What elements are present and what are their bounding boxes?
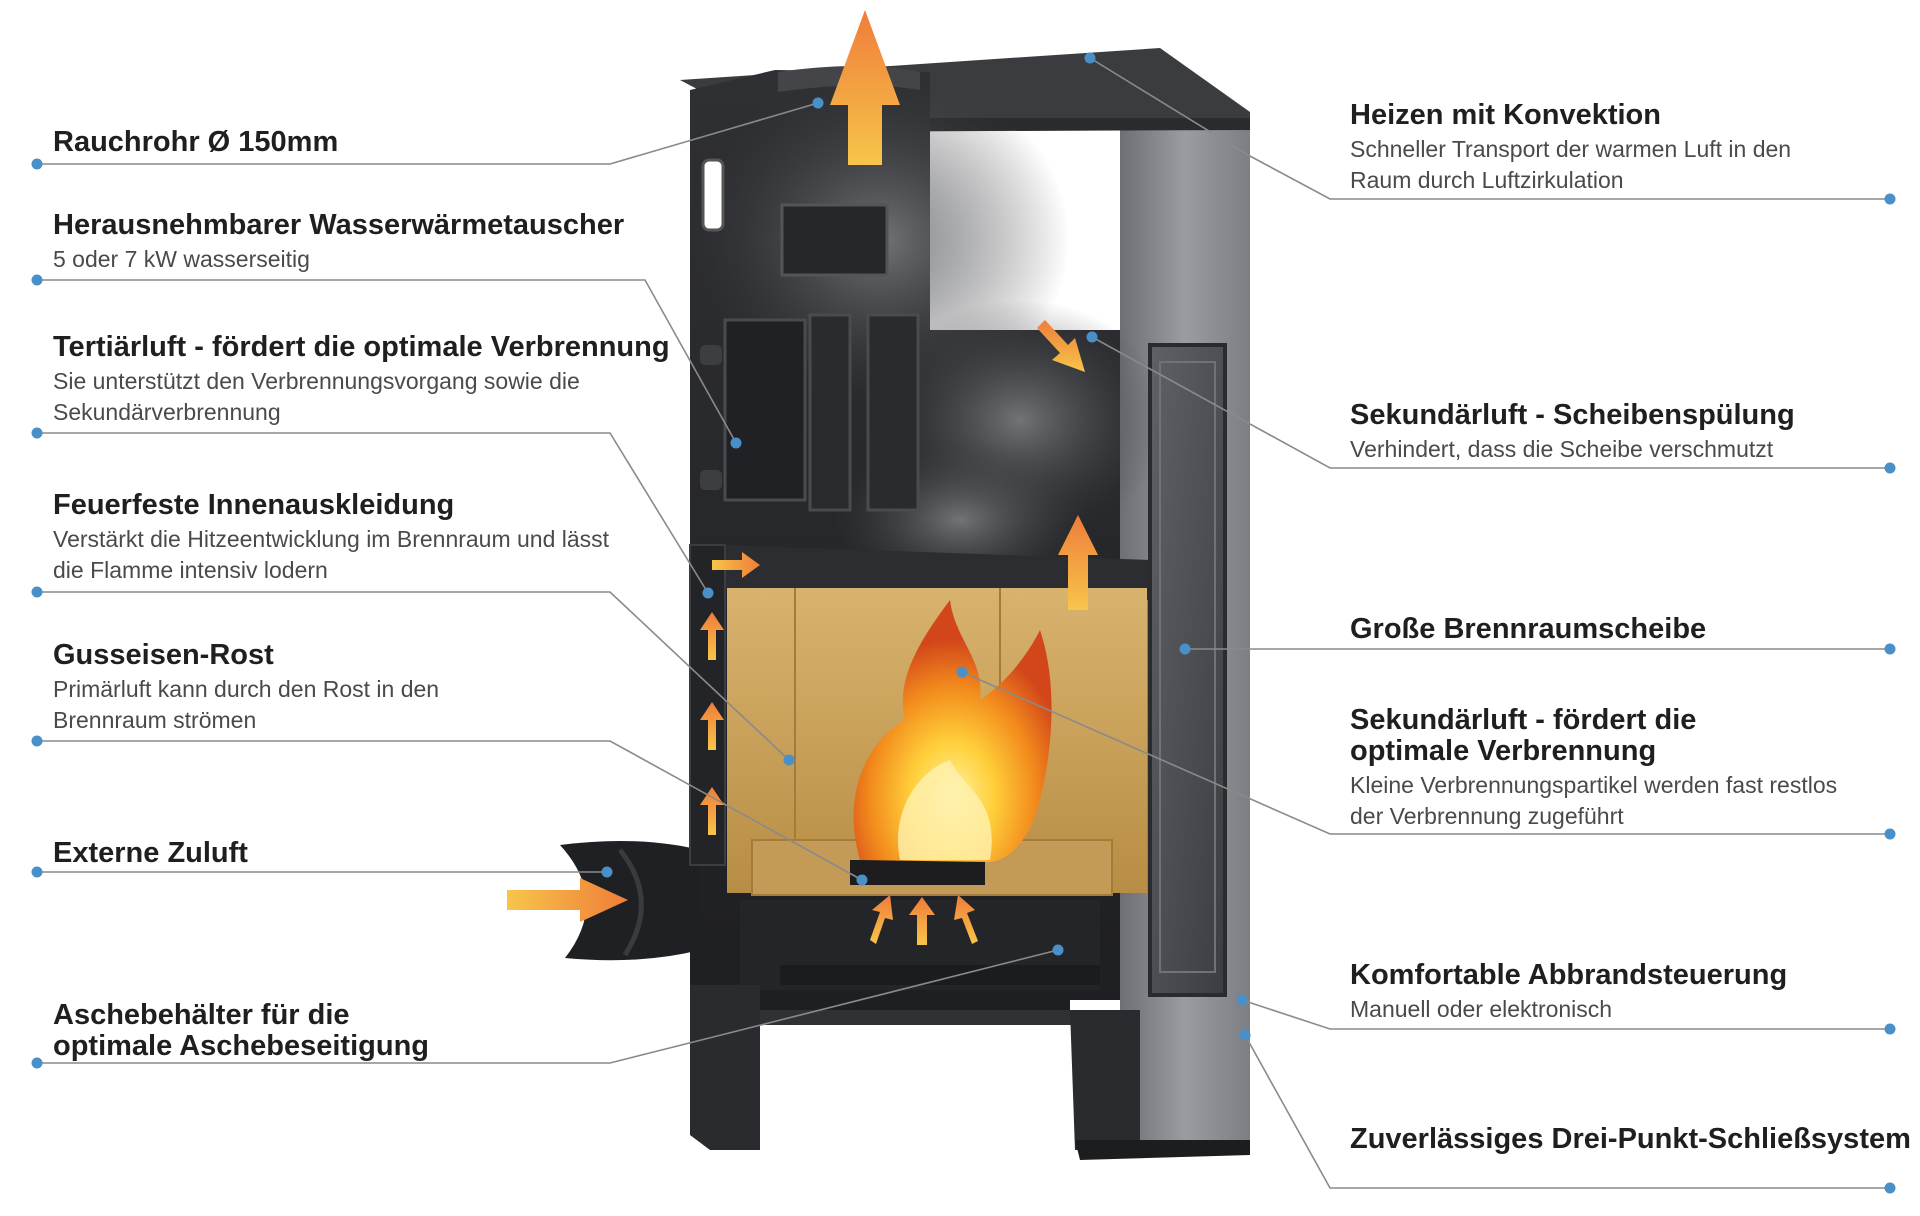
label-aschebehaelter: Aschebehälter für die optimale Aschebese…	[53, 1000, 453, 1062]
label-description: Schneller Transport der warmen Luft in d…	[1350, 136, 1792, 193]
label-title: Zuverlässiges Drei-Punkt-Schließsystem	[1350, 1123, 1911, 1155]
label-title: Sekundärluft - fördert die optimale Verb…	[1350, 704, 1697, 767]
label-title: Herausnehmbarer Wasserwärmetauscher	[53, 209, 625, 241]
label-description: Kleine Verbrennungspartikel werden fast …	[1350, 772, 1838, 829]
label-konvektion: Heizen mit Konvektion Schneller Transpor…	[1350, 100, 1810, 196]
label-scheibenspuelung: Sekundärluft - Scheibenspülung Verhinder…	[1350, 400, 1890, 465]
label-title: Heizen mit Konvektion	[1350, 99, 1661, 131]
label-schliesssystem: Zuverlässiges Drei-Punkt-Schließsystem	[1350, 1124, 1911, 1155]
label-externe-zuluft: Externe Zuluft	[53, 838, 248, 869]
label-title: Sekundärluft - Scheibenspülung	[1350, 399, 1795, 431]
label-description: Verstärkt die Hitzeentwicklung im Brennr…	[53, 526, 610, 583]
label-title: Große Brennraumscheibe	[1350, 613, 1707, 645]
flow-arrows	[507, 10, 1098, 945]
label-wasserwaermetauscher: Herausnehmbarer Wasserwärmetauscher 5 od…	[53, 210, 624, 275]
label-description: Manuell oder elektronisch	[1350, 996, 1613, 1022]
label-abbrandsteuerung: Komfortable Abbrandsteuerung Manuell ode…	[1350, 960, 1787, 1025]
label-title: Aschebehälter für die optimale Aschebese…	[53, 999, 429, 1062]
marker-dots	[31, 52, 1896, 1194]
label-description: 5 oder 7 kW wasserseitig	[53, 246, 310, 272]
label-title: Rauchrohr Ø 150mm	[53, 126, 339, 158]
label-description: Sie unterstützt den Verbrennungsvorgang …	[53, 368, 580, 425]
label-description: Primärluft kann durch den Rost in den Br…	[53, 676, 440, 733]
label-description: Verhindert, dass die Scheibe verschmutzt	[1350, 436, 1774, 462]
label-brennraumscheibe: Große Brennraumscheibe	[1350, 614, 1706, 645]
label-tertiaerluft: Tertiärluft - fördert die optimale Verbr…	[53, 332, 670, 428]
leader-lines	[37, 57, 1890, 1189]
label-title: Externe Zuluft	[53, 837, 248, 869]
label-title: Komfortable Abbrandsteuerung	[1350, 959, 1788, 991]
label-innenauskleidung: Feuerfeste Innenauskleidung Verstärkt di…	[53, 490, 633, 586]
label-title: Tertiärluft - fördert die optimale Verbr…	[53, 331, 670, 363]
label-gusseisen-rost: Gusseisen-Rost Primärluft kann durch den…	[53, 640, 503, 736]
label-rauchrohr: Rauchrohr Ø 150mm	[53, 127, 338, 158]
label-title: Gusseisen-Rost	[53, 639, 274, 671]
label-title: Feuerfeste Innenauskleidung	[53, 489, 455, 521]
label-sekundaerluft-verbrennung: Sekundärluft - fördert die optimale Verb…	[1350, 705, 1840, 832]
